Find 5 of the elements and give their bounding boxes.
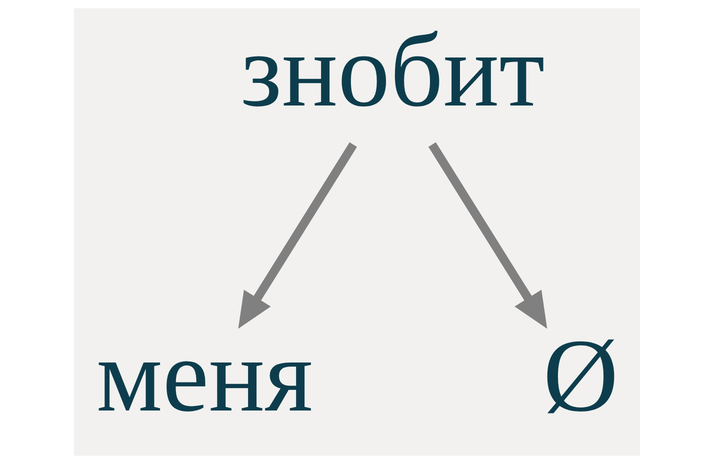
arrow	[428, 142, 547, 329]
node-text: знобит	[240, 12, 544, 129]
node-text: меня	[96, 318, 312, 434]
arrow	[238, 142, 356, 329]
node-text: Ø	[542, 318, 618, 434]
